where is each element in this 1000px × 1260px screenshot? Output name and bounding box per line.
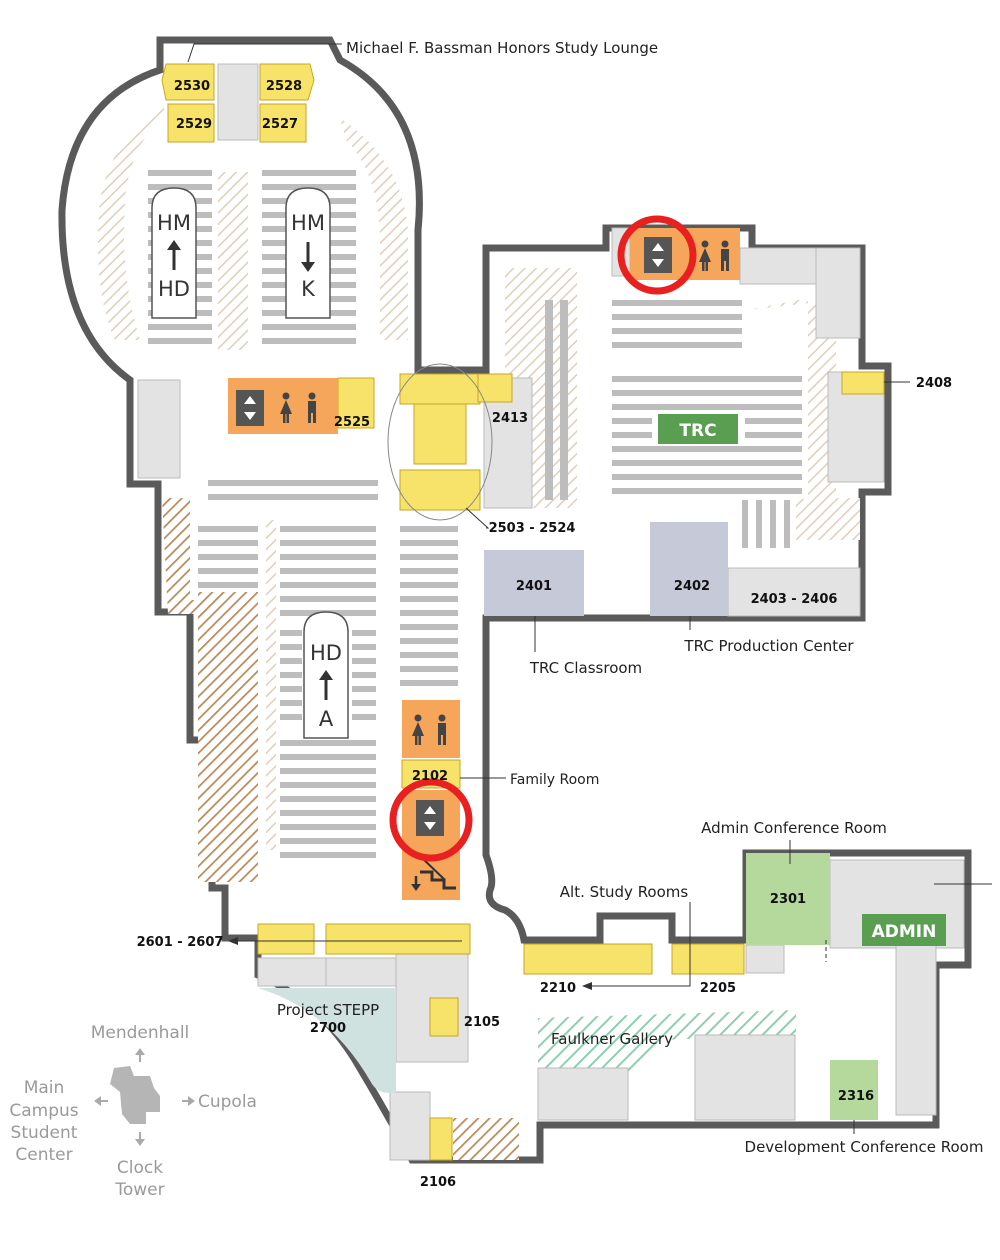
stacks-lower-right [400, 526, 458, 686]
production-2402 [650, 522, 728, 616]
admin-conference-2301 [746, 853, 830, 945]
room-2525: 2525 [334, 415, 370, 430]
call-number-end: HD [158, 277, 190, 301]
hatch-area-brown [162, 498, 258, 882]
room-2106: 2106 [420, 1175, 456, 1190]
room-2408: 2408 [916, 376, 952, 391]
stacks-trc [545, 300, 802, 548]
stacks-lower-left [198, 526, 258, 588]
arrow-left-icon [582, 982, 592, 990]
room-2413: 2413 [492, 411, 528, 426]
hatch-area [97, 104, 164, 340]
room-2402: 2402 [674, 579, 710, 594]
arrow-down-icon [301, 242, 315, 272]
honors-lounge-label: Michael F. Bassman Honors Study Lounge [346, 39, 658, 57]
trc-classroom-label: TRC Classroom [529, 659, 642, 677]
study-rooms [161, 63, 885, 1161]
callout-lines [187, 43, 992, 1134]
room-2601-2607: 2601 - 2607 [137, 935, 224, 950]
room-2316: 2316 [838, 1089, 874, 1104]
room-2403-2406: 2403 - 2406 [751, 592, 838, 607]
call-number-end: A [319, 707, 334, 731]
arrow-left-icon [228, 937, 238, 945]
elevator-icon [644, 237, 672, 273]
dev-conference-2316 [830, 1060, 878, 1120]
compass: Mendenhall Cupola Main Campus Student Ce… [9, 1023, 257, 1200]
room-2301: 2301 [770, 892, 806, 907]
elevator-icon [236, 390, 264, 426]
arrow-up-icon [167, 240, 181, 270]
room-2503-2524: 2503 - 2524 [489, 521, 576, 536]
room-2530: 2530 [174, 79, 210, 94]
room-2401: 2401 [516, 579, 552, 594]
hatch-area [266, 520, 276, 850]
alt-study-rooms-label: Alt. Study Rooms [560, 883, 689, 901]
compass-west-label-2: Campus [9, 1101, 78, 1121]
admin-badge: ADMIN [872, 922, 937, 942]
family-room-label: Family Room [510, 772, 599, 788]
room-2528: 2528 [266, 79, 302, 94]
compass-arrow-icon [94, 1048, 195, 1146]
room-2105: 2105 [464, 1015, 500, 1030]
compass-east-label: Cupola [198, 1092, 257, 1112]
room-2527: 2527 [262, 117, 298, 132]
arrow-up-icon [319, 670, 333, 700]
room-2529: 2529 [176, 117, 212, 132]
call-number-end: K [301, 277, 316, 301]
hatch-area [340, 118, 408, 340]
room-2205: 2205 [700, 981, 736, 996]
admin-badge-box [862, 914, 946, 946]
admin-conference-label: Admin Conference Room [701, 819, 887, 837]
compass-west-label-4: Center [15, 1145, 72, 1165]
room-2102: 2102 [412, 769, 448, 784]
elevator-highlight [617, 215, 697, 295]
study-cluster-outline [387, 363, 493, 521]
elevator-icon [416, 800, 444, 836]
elevator-highlight [389, 778, 473, 862]
compass-south-label-2: Tower [114, 1180, 164, 1200]
call-number-start: HD [310, 641, 342, 665]
hatch-area [218, 172, 248, 350]
compass-north-label: Mendenhall [91, 1023, 190, 1043]
call-number-start: HM [291, 211, 325, 235]
trc-badge-box [658, 414, 738, 444]
stacks-middle [208, 480, 378, 500]
project-stepp-label: Project STEPP [277, 1001, 379, 1019]
room-2700: 2700 [310, 1021, 346, 1036]
hatch-area-brown [198, 592, 258, 882]
compass-south-label-1: Clock [117, 1158, 163, 1178]
project-stepp-room [258, 988, 396, 1093]
trc-badge: TRC [679, 421, 716, 441]
compass-west-label-1: Main [24, 1078, 65, 1098]
compass-west-label-3: Student [11, 1123, 78, 1143]
hatch-area-brown [453, 1118, 519, 1160]
room-2210: 2210 [540, 981, 576, 996]
classroom-2401 [484, 550, 584, 616]
call-number-start: HM [157, 211, 191, 235]
trc-production-label: TRC Production Center [683, 637, 854, 655]
development-conference-label: Development Conference Room [745, 1138, 984, 1156]
faulkner-gallery-label: Faulkner Gallery [551, 1030, 673, 1048]
building-silhouette-icon [110, 1066, 160, 1124]
